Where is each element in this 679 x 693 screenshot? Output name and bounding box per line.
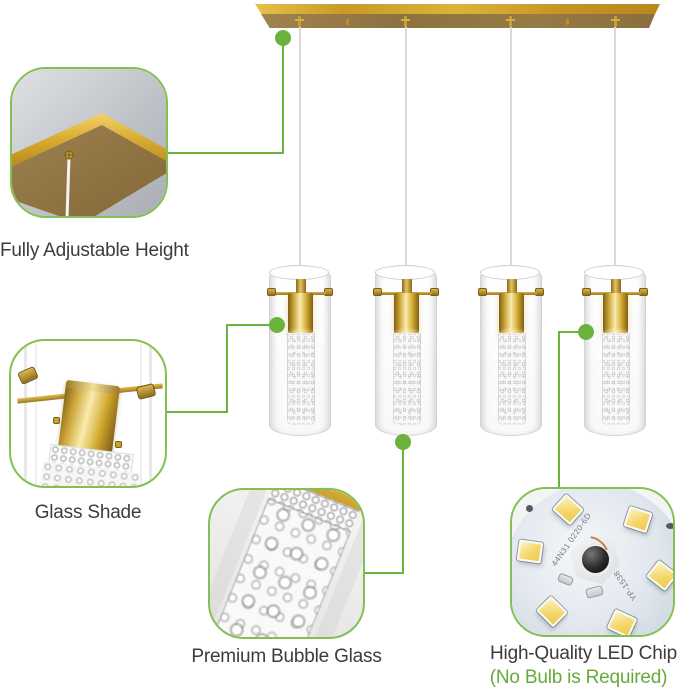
gold-socket	[603, 293, 628, 333]
cord-grip	[507, 279, 517, 293]
socket-hole	[579, 543, 612, 576]
cord-grip	[402, 279, 412, 293]
pendant-glass-cylinder-3	[478, 265, 544, 436]
canopy-bar-top-face	[255, 4, 660, 14]
connector-line	[558, 331, 560, 488]
socket-nub	[53, 417, 60, 424]
connector-line	[168, 152, 283, 154]
callout-bubble-glass-image	[208, 488, 365, 639]
label-glass-shade: Glass Shade	[34, 502, 142, 523]
hanging-wire	[510, 27, 512, 266]
pendant-glass-cylinder-4	[582, 265, 648, 436]
bubble-rod-closeup	[210, 490, 363, 637]
gold-socket	[499, 293, 524, 333]
connector-line	[282, 38, 284, 154]
bubble-glass-rod	[498, 333, 526, 425]
gold-socket	[57, 379, 121, 457]
callout-dot-led-chip	[578, 324, 594, 340]
callout-dot-glass-shade	[269, 317, 285, 333]
callout-height-image	[10, 67, 168, 218]
connector-line	[226, 324, 272, 326]
label-bubble-glass: Premium Bubble Glass	[191, 646, 382, 667]
cord-grip	[611, 279, 621, 293]
led-chip-square	[515, 538, 545, 565]
canopy-underside-photo	[12, 69, 166, 216]
wire-pin	[401, 16, 410, 27]
gold-socket	[288, 293, 313, 333]
bubble-glass-rod	[393, 333, 421, 425]
glass-rim	[269, 265, 329, 280]
glass-rim	[375, 265, 435, 280]
hanging-wire	[299, 27, 301, 266]
thumb-screw	[373, 288, 382, 296]
socket-nub	[115, 441, 122, 448]
glass-rim	[584, 265, 644, 280]
connector-line	[226, 324, 228, 413]
wire-pin	[295, 16, 304, 27]
pcb-screw-hole	[526, 505, 533, 512]
cord-grip	[296, 279, 306, 293]
wire-pin	[611, 16, 620, 27]
connector-line	[365, 572, 404, 574]
glass-wall-line	[149, 341, 152, 486]
thumb-screw	[582, 288, 591, 296]
pcb-screw-hole	[666, 523, 673, 529]
thumb-screw	[135, 383, 157, 400]
callout-glass-shade-image	[9, 339, 167, 488]
connector-line	[402, 442, 404, 574]
label-led-chip: High-Quality LED Chip	[490, 643, 677, 664]
glass-wall-line	[35, 341, 37, 486]
pendant-glass-cylinder-1	[267, 265, 333, 436]
bubble-glass-rod	[287, 333, 315, 425]
callout-led-chip-image: 44N31 0220-6D YP-1538	[510, 487, 675, 637]
connector-line	[167, 411, 228, 413]
gold-socket	[394, 293, 419, 333]
glass-rim	[480, 265, 540, 280]
glass-wall-line	[140, 341, 142, 486]
bubble-glass-rod	[602, 333, 630, 425]
label-height: Fully Adjustable Height	[0, 240, 189, 261]
glass-wall-line	[24, 341, 27, 486]
pendant-glass-cylinder-2	[373, 265, 439, 436]
hanging-wire	[405, 27, 407, 266]
canopy-screw	[566, 19, 569, 25]
label-led-chip-sub: (No Bulb is Required)	[489, 667, 668, 688]
thumb-screw	[478, 288, 487, 296]
wire-pin	[506, 16, 515, 27]
hanging-wire	[614, 27, 616, 266]
canopy-screw	[346, 19, 349, 25]
connector-line	[558, 331, 586, 333]
thumb-screw	[267, 288, 276, 296]
canopy-bar-underside	[261, 14, 655, 28]
